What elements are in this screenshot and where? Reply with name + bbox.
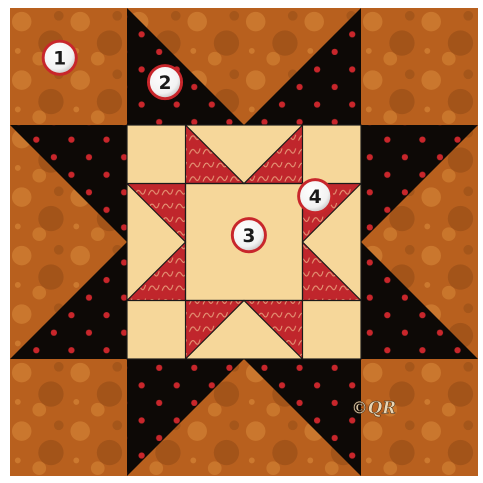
marker-4: 4: [299, 180, 332, 213]
marker-1-label: 1: [53, 49, 66, 70]
marker-3: 3: [232, 219, 265, 252]
marker-2-label: 2: [159, 73, 172, 94]
quilt-block: 1 2 3 4 ©QR: [10, 8, 478, 476]
marker-3-label: 3: [242, 226, 255, 247]
marker-2: 2: [148, 66, 181, 99]
marker-4-label: 4: [309, 187, 322, 208]
watermark: ©QR: [351, 398, 396, 418]
marker-1: 1: [43, 41, 76, 74]
